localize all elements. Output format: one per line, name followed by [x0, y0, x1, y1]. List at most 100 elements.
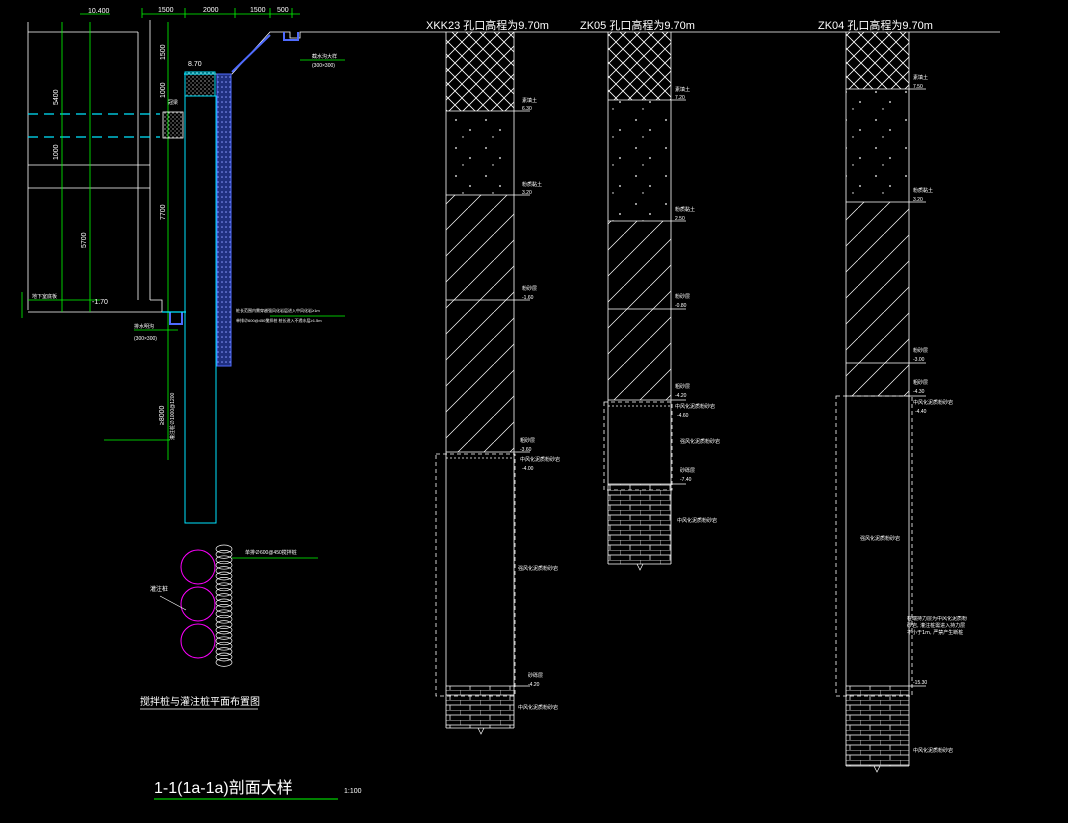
- dim-v5400: 5400: [53, 89, 60, 105]
- mix-pile-circle: [215, 641, 233, 651]
- mix-pile-circle: [215, 598, 233, 608]
- mix-pile-circle: [215, 604, 233, 613]
- bh3-label-2: 粉砂层: [913, 347, 928, 354]
- bh1-elev-3: -3.60: [520, 447, 532, 453]
- bh3-elev-3: -4.30: [913, 389, 925, 395]
- dim-2000: 2000: [203, 7, 219, 14]
- dim-v5700: 5700: [81, 232, 88, 248]
- dim-v1000b: 1000: [53, 144, 60, 160]
- pile-circle-3: [180, 623, 216, 659]
- mix-pile-circle: [215, 625, 233, 635]
- dim-v1500: 1500: [160, 44, 167, 60]
- bh3-elev-4: -4.40: [915, 409, 927, 415]
- cap-label: 冠梁: [168, 99, 178, 106]
- dim-1500a: 1500: [158, 7, 174, 14]
- plan-layout: 灌注桩 单排∅600@450搅拌桩 搅拌桩与灌注桩平面布置图: [140, 544, 318, 710]
- bh2-elev-3: -4.20: [675, 393, 687, 399]
- bh2-label-7: 中风化泥质粉砂岩: [677, 517, 717, 524]
- dim-v1000: 1000: [160, 82, 167, 98]
- bh2-label-2: 粉砂层: [675, 293, 690, 300]
- mix-pile-circle: [215, 566, 233, 575]
- bh1-elev-4: -4.00: [522, 466, 534, 472]
- borehole-2: ZK05 孔口高程为9.70m 素填土 7.20 粉质黏土 2.50 粉砂层 -…: [580, 18, 720, 571]
- bh1-label-6: 中风化泥质粉砂岩: [518, 704, 558, 711]
- bh1-label-4: 中风化泥质粉砂岩: [520, 456, 560, 463]
- bh1-label-0: 素填土: [522, 97, 537, 104]
- bh2-label-5: 强风化泥质粉砂岩: [680, 438, 720, 445]
- mix-pile-circle: [215, 609, 233, 619]
- borehole-2-title: ZK05 孔口高程为9.70m: [580, 18, 695, 32]
- borehole-3: ZK04 孔口高程为9.70m 素填土 7.50 粉质黏土 3.20 粉砂层 -…: [818, 18, 967, 773]
- mix-pile-circle: [215, 544, 233, 554]
- bh1-elev-2: -1.60: [522, 295, 534, 301]
- mix-pile-circle: [215, 555, 233, 565]
- bh3-label-4: 中风化泥质粉砂岩: [913, 399, 953, 406]
- mix-pile-circle: [215, 647, 233, 656]
- bh2-elev-6: -7.40: [680, 477, 692, 483]
- elev-m170: -1.70: [92, 299, 108, 306]
- bh1-elev-5: -4.20: [528, 682, 540, 688]
- anchor-note: 桩长范围内需穿越强风化岩层进入中风化岩≥1m: [236, 307, 320, 313]
- bh2-elev-4: -4.60: [677, 413, 689, 419]
- mix-pile-circle: [215, 658, 233, 667]
- mix-note: 单排∅600@450搅拌桩 桩长进入不透水层≥1.5m: [236, 317, 322, 323]
- elev-870: 8.70: [188, 61, 202, 68]
- left-section-text: 10.400 1500 2000 1500 500 1500 1000 5400…: [32, 7, 337, 440]
- pile-note: 灌注桩∅1000@1200: [169, 392, 176, 440]
- bh3-elev-2: -3.00: [913, 357, 925, 363]
- ditch-top-size: (300×300): [312, 63, 335, 69]
- ditch-top-label: 截水沟大样: [312, 53, 337, 60]
- bh3-label-3: 粗砂层: [913, 379, 928, 386]
- bh3-label-0: 素填土: [913, 74, 928, 81]
- slab-label: 地下室底板: [32, 293, 57, 300]
- section-title-group: 1-1(1a-1a)剖面大样 1:100: [154, 779, 362, 800]
- left-section: [21, 8, 1000, 524]
- plan-title: 搅拌桩与灌注桩平面布置图: [140, 695, 260, 708]
- bh2-label-6: 砂砾层: [680, 467, 695, 474]
- mix-pile-circle: [215, 550, 233, 559]
- bh3-side-note-box: 桩端持力层为中风化泥质粉砂岩, 灌注桩需进入持力层不小于1m, 严禁产生断桩: [907, 616, 967, 636]
- bh3-side-note: 桩端持力层为中风化泥质粉砂岩, 灌注桩需进入持力层不小于1m, 严禁产生断桩: [907, 616, 967, 636]
- bh1-inner-label: 强风化泥质粉砂岩: [518, 565, 558, 572]
- bh1-label-1: 粉质黏土: [522, 181, 542, 188]
- section-scale: 1:100: [344, 788, 362, 795]
- section-title: 1-1(1a-1a)剖面大样: [154, 779, 293, 797]
- borehole-1-title: XKK23 孔口高程为9.70m: [426, 18, 549, 32]
- mix-pile-circle: [215, 652, 233, 662]
- ditch-bot-label: 排水明沟: [134, 323, 154, 330]
- mix-pile-circle: [215, 582, 233, 592]
- elev-top: 10.400: [88, 8, 110, 15]
- bh2-elev-0: 7.20: [675, 95, 685, 101]
- ditch-bot-size: (300×300): [134, 336, 157, 342]
- mix-pile-circle: [215, 587, 233, 597]
- bh3-elev-5: -15.30: [913, 680, 927, 686]
- bh1-elev-1: 3.20: [522, 190, 532, 196]
- bh3-elev-0: 7.50: [913, 84, 923, 90]
- bh3-label-6: 中风化泥质粉砂岩: [913, 747, 953, 754]
- mix-pile-circle: [215, 620, 233, 629]
- mix-pile-circle: [215, 631, 233, 640]
- mix-pile-circle: [215, 560, 233, 570]
- pile-circle-1: [180, 549, 216, 585]
- plan-label-mix: 单排∅600@450搅拌桩: [245, 549, 297, 556]
- dim-500: 500: [277, 7, 289, 14]
- dim-v7700: 7700: [160, 204, 167, 220]
- mix-pile-circle: [215, 593, 233, 602]
- bh2-label-4: 中风化泥质粉砂岩: [675, 403, 715, 410]
- bh2-elev-2: -0.80: [675, 303, 687, 309]
- plan-label-pile: 灌注桩: [150, 585, 168, 593]
- borehole-3-title: ZK04 孔口高程为9.70m: [818, 18, 933, 32]
- bh1-elev-0: 6.30: [522, 106, 532, 112]
- bh2-elev-1: 2.50: [675, 216, 685, 222]
- pile-circle-2: [180, 586, 216, 622]
- bh3-label-1: 粉质黏土: [913, 187, 933, 194]
- mix-pile-circle: [215, 614, 233, 624]
- dim-1500b: 1500: [250, 7, 266, 14]
- borehole-1: XKK23 孔口高程为9.70m 素填土 6.30 粉质黏土 3.20 粉砂层 …: [426, 18, 560, 735]
- bh1-label-3: 粗砂层: [520, 437, 535, 444]
- bh2-label-3: 粗砂层: [675, 383, 690, 390]
- bh1-label-2: 粉砂层: [522, 285, 537, 292]
- bh2-label-0: 素填土: [675, 86, 690, 93]
- bh2-label-1: 粉质黏土: [675, 206, 695, 213]
